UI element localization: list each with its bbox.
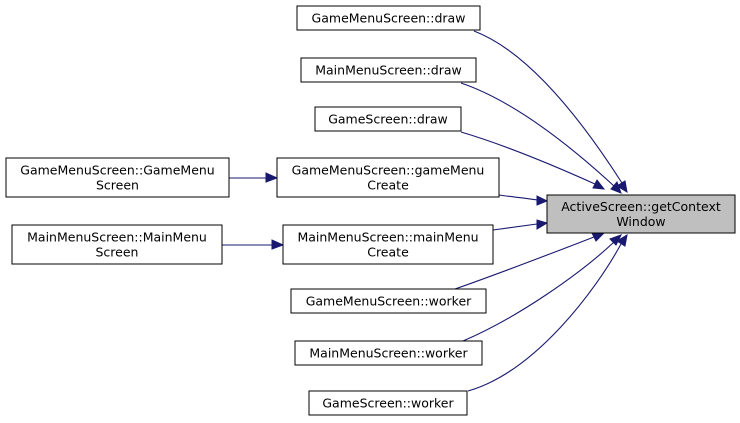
edge-line [454, 236, 595, 290]
node-box[interactable] [294, 340, 483, 366]
node-label-line: ActiveScreen::getContext [561, 199, 721, 214]
node-box[interactable] [546, 194, 736, 234]
node-box[interactable] [308, 390, 468, 416]
caller-node-mm_draw[interactable]: MainMenuScreen::draw [300, 57, 477, 83]
edge-gm_ctor-to-gm_create [229, 172, 279, 183]
node-box[interactable] [11, 224, 223, 265]
edge-gm_create-to-active [498, 194, 549, 206]
edge-line [462, 241, 615, 342]
caller-node-gm_draw[interactable]: GameMenuScreen::draw [296, 5, 481, 31]
arrowhead-icon [591, 232, 606, 242]
caller-node-mm_ctor[interactable]: MainMenuScreen::MainMenuScreen [11, 224, 223, 265]
node-box[interactable] [314, 106, 462, 132]
node-label-line: GameMenuScreen::worker [306, 294, 472, 309]
edge-line [460, 82, 615, 187]
arrowhead-icon [536, 219, 549, 230]
node-label-line: GameMenuScreen::gameMenu [292, 163, 485, 178]
node-box[interactable] [282, 224, 494, 265]
node-label-line: GameMenuScreen::draw [312, 11, 466, 26]
edge-line [467, 243, 622, 392]
caller-node-mm_worker[interactable]: MainMenuScreen::worker [294, 340, 483, 366]
node-label-line: MainMenuScreen::mainMenu [297, 230, 478, 245]
edge-gm_draw-to-active [473, 30, 628, 193]
node-label-line: Create [367, 178, 409, 193]
caller-node-gs_draw[interactable]: GameScreen::draw [314, 106, 462, 132]
caller-node-gm_worker[interactable]: GameMenuScreen::worker [290, 288, 487, 314]
node-box[interactable] [300, 57, 477, 83]
caller-node-gm_ctor[interactable]: GameMenuScreen::GameMenuScreen [5, 157, 230, 198]
node-label-line: Screen [96, 245, 139, 260]
node-label-line: MainMenuScreen::MainMenu [27, 230, 207, 245]
node-label-line: GameScreen::draw [328, 112, 448, 127]
node-label-line: Window [616, 214, 665, 229]
arrowhead-icon [610, 181, 622, 194]
edge-mm_create-to-active [492, 219, 549, 231]
node-label-line: Create [367, 245, 409, 260]
node-label-line: MainMenuScreen::draw [315, 63, 462, 78]
node-label-line: Screen [96, 178, 139, 193]
node-box[interactable] [276, 157, 500, 198]
edge-gs_worker-to-active [467, 234, 628, 392]
nodes-layer: GameMenuScreen::drawMainMenuScreen::draw… [5, 5, 736, 416]
edge-line [473, 30, 623, 184]
node-label-line: MainMenuScreen::worker [309, 346, 468, 361]
node-label-line: GameMenuScreen::GameMenu [20, 163, 214, 178]
node-box[interactable] [296, 5, 481, 31]
node-label-line: GameScreen::worker [322, 396, 454, 411]
arrowhead-icon [265, 172, 279, 183]
edge-line [460, 131, 596, 185]
arrowhead-icon [616, 234, 628, 247]
node-box[interactable] [290, 288, 487, 314]
arrowhead-icon [536, 195, 549, 206]
arrowhead-icon [616, 180, 628, 193]
edge-line [492, 223, 538, 231]
node-box[interactable] [5, 157, 230, 198]
edge-line [498, 194, 538, 201]
edges-layer [222, 30, 628, 392]
arrowhead-icon [271, 239, 285, 250]
caller-node-gs_worker[interactable]: GameScreen::worker [308, 390, 468, 416]
edge-mm_ctor-to-mm_create [222, 239, 285, 250]
edge-mm_draw-to-active [460, 82, 622, 194]
edge-gs_draw-to-active [460, 131, 606, 190]
arrowhead-icon [592, 179, 606, 190]
